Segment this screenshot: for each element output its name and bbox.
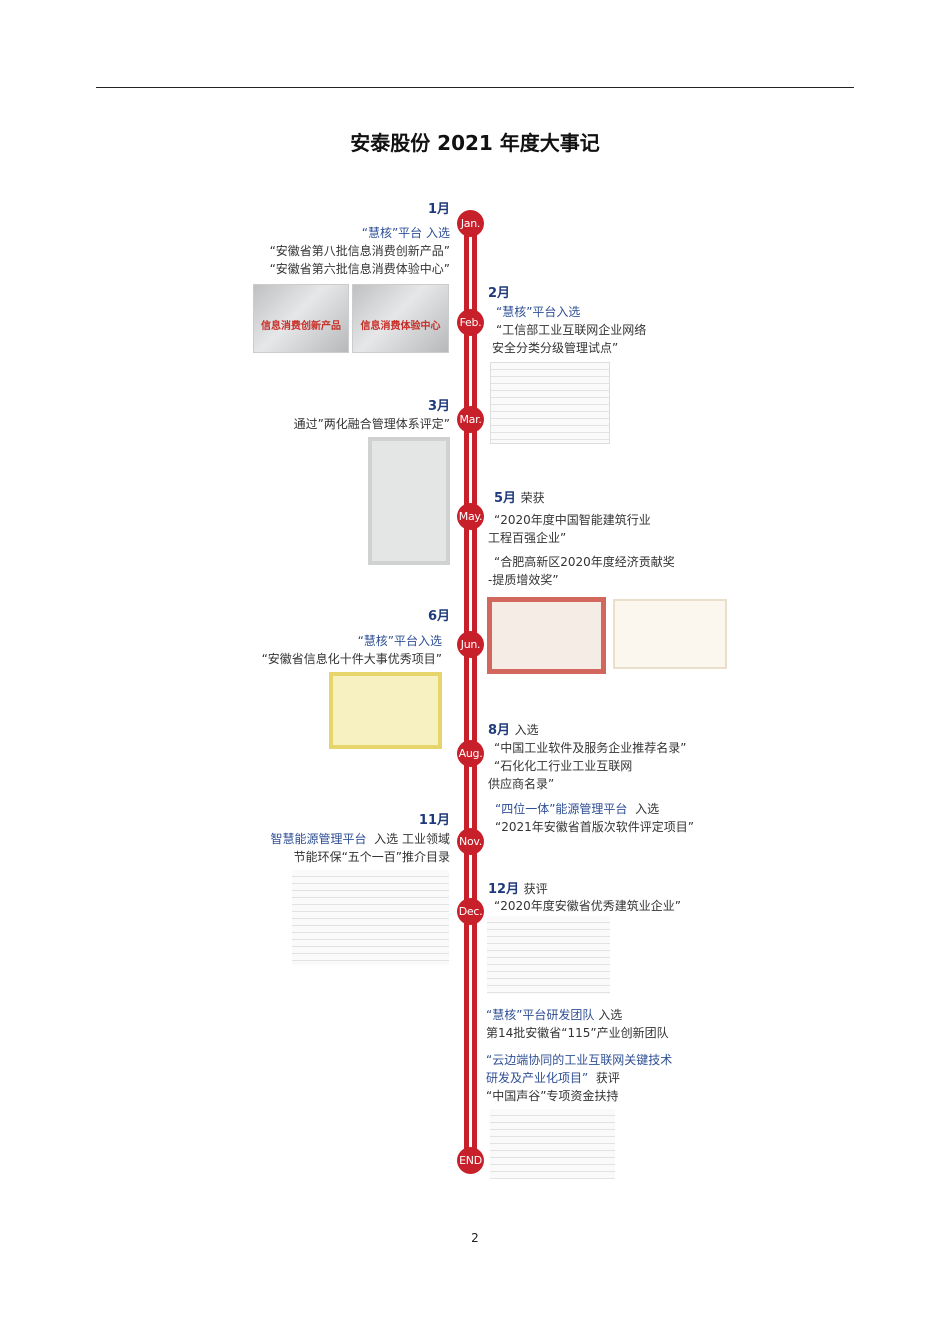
certificate-image bbox=[368, 437, 450, 565]
event-text: 工程百强企业” bbox=[488, 531, 567, 545]
funding-table-image bbox=[490, 1109, 615, 1179]
event-text: “慧核”平台研发团队 入选 bbox=[486, 1008, 623, 1022]
event-text: “安徽省第六批信息消费体验中心” bbox=[269, 262, 450, 276]
node-end: END bbox=[457, 1147, 484, 1174]
event-text: 通过”两化融合管理体系评定” bbox=[293, 417, 450, 431]
month-may: 5月 荣获 bbox=[494, 491, 545, 506]
month-nov: 11月 bbox=[418, 813, 450, 828]
month-mar: 3月 bbox=[427, 399, 450, 414]
node-jun: Jun. bbox=[457, 631, 484, 658]
plaque-text: 信息消费体验中心 bbox=[360, 321, 441, 332]
node-dec: Dec. bbox=[457, 898, 484, 925]
node-nov: Nov. bbox=[457, 828, 484, 855]
event-text: “安徽省第八批信息消费创新产品” bbox=[269, 244, 450, 258]
honor-certificate-image bbox=[487, 597, 606, 674]
node-may: May. bbox=[457, 503, 484, 530]
event-text: 智慧能源管理平台 入选 工业领域 bbox=[270, 832, 450, 846]
event-text: “中国声谷”专项资金扶持 bbox=[486, 1089, 619, 1103]
plaque-image: 信息消费创新产品 bbox=[253, 284, 349, 353]
event-text: “四位一体”能源管理平台 入选 bbox=[495, 802, 660, 816]
event-text: 安全分类分级管理试点” bbox=[492, 341, 619, 355]
event-text: “慧核”平台 入选 bbox=[361, 226, 450, 240]
document-image bbox=[490, 362, 610, 444]
event-text: “2021年安徽省首版次软件评定项目” bbox=[495, 820, 694, 834]
month-jan: 1月 bbox=[427, 202, 450, 217]
event-text: “石化化工行业工业互联网 bbox=[494, 759, 633, 773]
event-text: 第14批安徽省“115”产业创新团队 bbox=[486, 1026, 669, 1040]
node-mar: Mar. bbox=[457, 406, 484, 433]
directory-table-image bbox=[292, 870, 449, 965]
timeline-bar bbox=[464, 214, 477, 1164]
page-number: 2 bbox=[471, 1231, 479, 1245]
month-jun: 6月 bbox=[427, 609, 450, 624]
month-feb: 2月 bbox=[488, 286, 511, 301]
event-text: “慧核”平台入选 bbox=[357, 634, 442, 648]
page-title: 安泰股份 2021 年度大事记 bbox=[350, 131, 600, 155]
gold-certificate-image bbox=[329, 672, 442, 749]
event-text: “安徽省信息化十件大事优秀项目” bbox=[261, 652, 442, 666]
honor-certificate-image bbox=[613, 599, 727, 669]
node-aug: Aug. bbox=[457, 740, 484, 767]
event-text: “慧核”平台入选 bbox=[496, 305, 581, 319]
plaque-text: 信息消费创新产品 bbox=[261, 321, 341, 332]
event-text: “中国工业软件及服务企业推荐名录” bbox=[494, 741, 687, 755]
event-text: “合肥高新区2020年度经济贡献奖 bbox=[494, 555, 675, 569]
event-text: 研发及产业化项目” 获评 bbox=[486, 1071, 620, 1085]
event-text: 供应商名录” bbox=[488, 777, 555, 791]
event-text: -提质增效奖” bbox=[488, 573, 559, 587]
node-feb: Feb. bbox=[457, 309, 484, 336]
plaque-image: 信息消费体验中心 bbox=[352, 284, 449, 353]
list-table-image bbox=[487, 916, 610, 994]
event-text: 节能环保“五个一百”推介目录 bbox=[293, 850, 450, 864]
month-dec: 12月 获评 bbox=[488, 882, 548, 897]
event-text: “工信部工业互联网企业网络 bbox=[496, 323, 647, 337]
event-text: “2020年度中国智能建筑行业 bbox=[494, 513, 651, 527]
header-rule bbox=[96, 87, 854, 88]
node-jan: Jan. bbox=[457, 210, 484, 237]
month-aug: 8月 入选 bbox=[488, 723, 539, 738]
event-text: “云边端协同的工业互联网关键技术 bbox=[486, 1053, 673, 1067]
event-text: “2020年度安徽省优秀建筑业企业” bbox=[494, 899, 681, 913]
